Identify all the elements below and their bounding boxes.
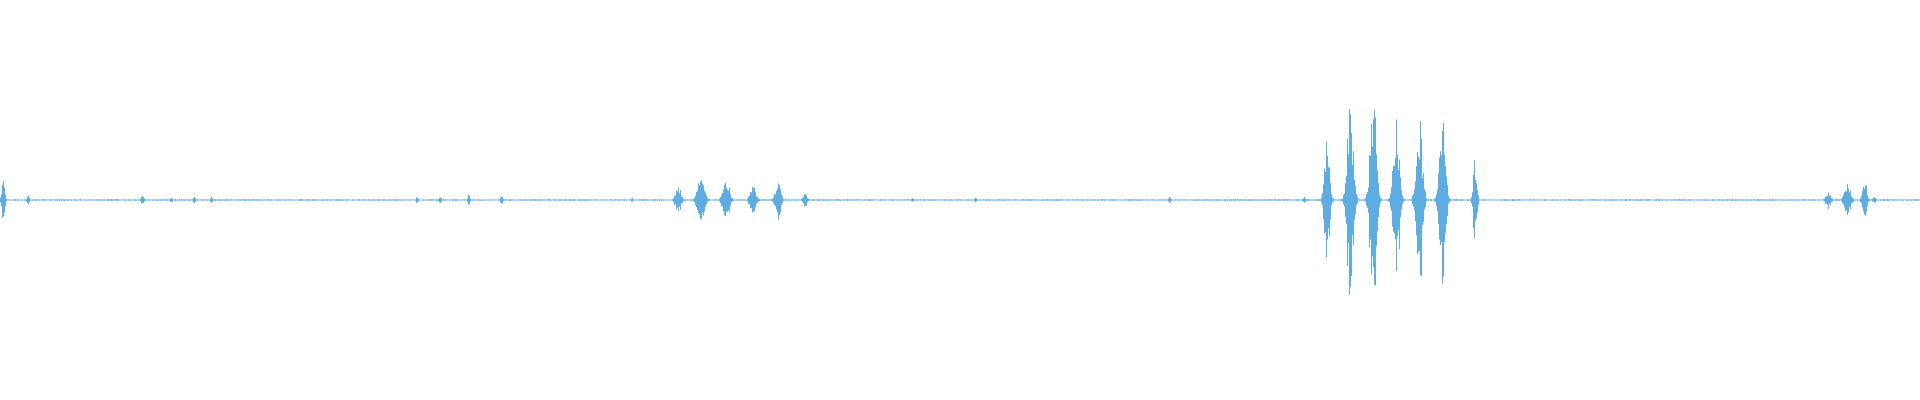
waveform-bars [0, 109, 1920, 295]
